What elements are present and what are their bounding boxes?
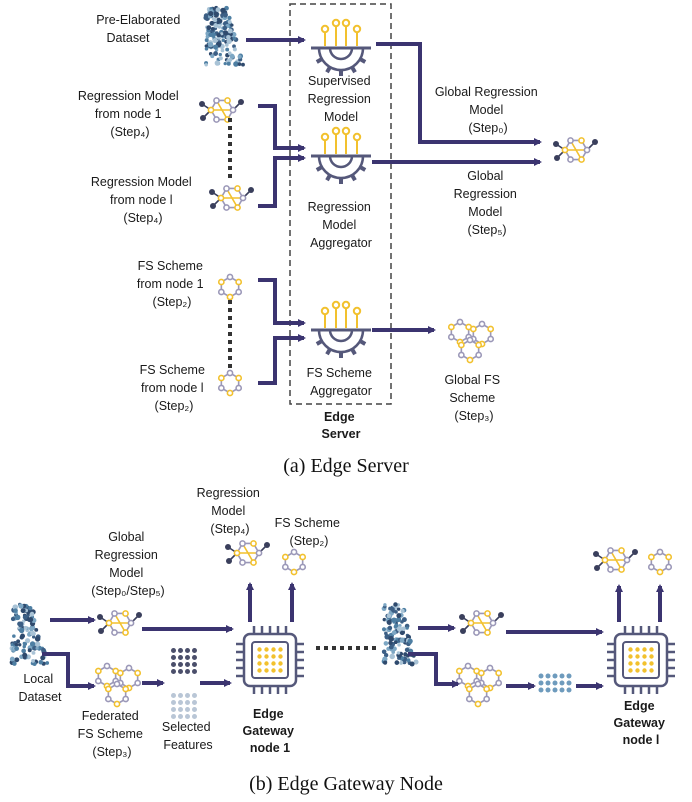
global-regression-icon	[553, 137, 598, 163]
arrow	[258, 334, 306, 385]
fs-scheme-icon	[217, 273, 243, 301]
aggregator-label: Regression Model Aggregator	[308, 200, 375, 250]
gw-global-reg-label: Global Regression Model (Step₀/Step₅)	[91, 530, 164, 598]
gear-icon	[311, 126, 371, 184]
regression-model-icon	[209, 185, 254, 211]
federated-fs-icon	[455, 662, 503, 708]
arrow	[258, 154, 306, 208]
selected-features-icon	[538, 673, 572, 693]
fs-aggregator-label: FS Scheme Aggregator	[307, 366, 376, 398]
feature-matrix-icon	[171, 648, 197, 674]
edge-server-box	[289, 3, 392, 405]
global-reg5-label: Global Regression Model (Step₅)	[454, 169, 521, 237]
fs-node1-label: FS Scheme from node 1 (Step₂)	[137, 259, 207, 309]
federated-fs-icon	[94, 662, 142, 708]
pre-dataset-label: Pre-Elaborated Dataset	[96, 13, 184, 45]
regression-model-icon	[199, 97, 244, 123]
local-dataset-label: Local Dataset	[18, 672, 62, 704]
caption-b: (b) Edge Gateway Node	[249, 773, 443, 795]
arrow	[42, 652, 96, 690]
regression-model-icon	[459, 610, 504, 636]
fs-nodel-label: FS Scheme from node l (Step₂)	[140, 363, 209, 413]
global-reg0-label: Global Regression Model (Step₀)	[435, 85, 541, 135]
supervised-label: Supervised Regression Model	[308, 74, 375, 124]
local-dataset-icon	[381, 602, 419, 667]
regression-model-icon	[225, 540, 270, 566]
reg-node1-label: Regression Model from node 1 (Step₄)	[78, 89, 182, 139]
caption-a: (a) Edge Server	[283, 455, 409, 477]
pre-elaborated-dataset-icon	[203, 5, 245, 67]
arrow	[258, 278, 306, 327]
fs-scheme-icon	[281, 548, 307, 576]
gateway-nodel-label: Edge Gateway node l	[614, 699, 669, 747]
fs-scheme-icon	[217, 369, 243, 397]
fs-scheme-icon	[647, 548, 673, 576]
federated-fs-label: Federated FS Scheme (Step₃)	[78, 709, 147, 759]
selected-features-label: Selected Features	[162, 720, 214, 752]
selected-features-icon	[171, 693, 197, 719]
gear-icon	[311, 300, 371, 358]
chip-icon	[236, 626, 304, 694]
regression-model-icon	[593, 547, 638, 573]
arrow	[258, 104, 306, 152]
gateway-node1-label: Edge Gateway node 1	[243, 707, 298, 755]
gw-reg-model-label: Regression Model (Step₄)	[197, 486, 264, 536]
regression-model-icon	[97, 610, 142, 636]
gear-icon	[311, 18, 371, 76]
global-fs-label: Global FS Scheme (Step₃)	[444, 373, 503, 423]
reg-nodel-label: Regression Model from node l (Step₄)	[91, 175, 195, 225]
local-dataset-icon	[9, 602, 50, 666]
edge-server-label: Edge Server	[322, 410, 361, 441]
gw-fs-scheme-label: FS Scheme (Step₂)	[275, 516, 344, 548]
chip-icon	[607, 626, 675, 694]
global-fs-scheme-icon	[447, 318, 495, 364]
arrow	[376, 42, 542, 146]
arrow	[408, 652, 460, 688]
